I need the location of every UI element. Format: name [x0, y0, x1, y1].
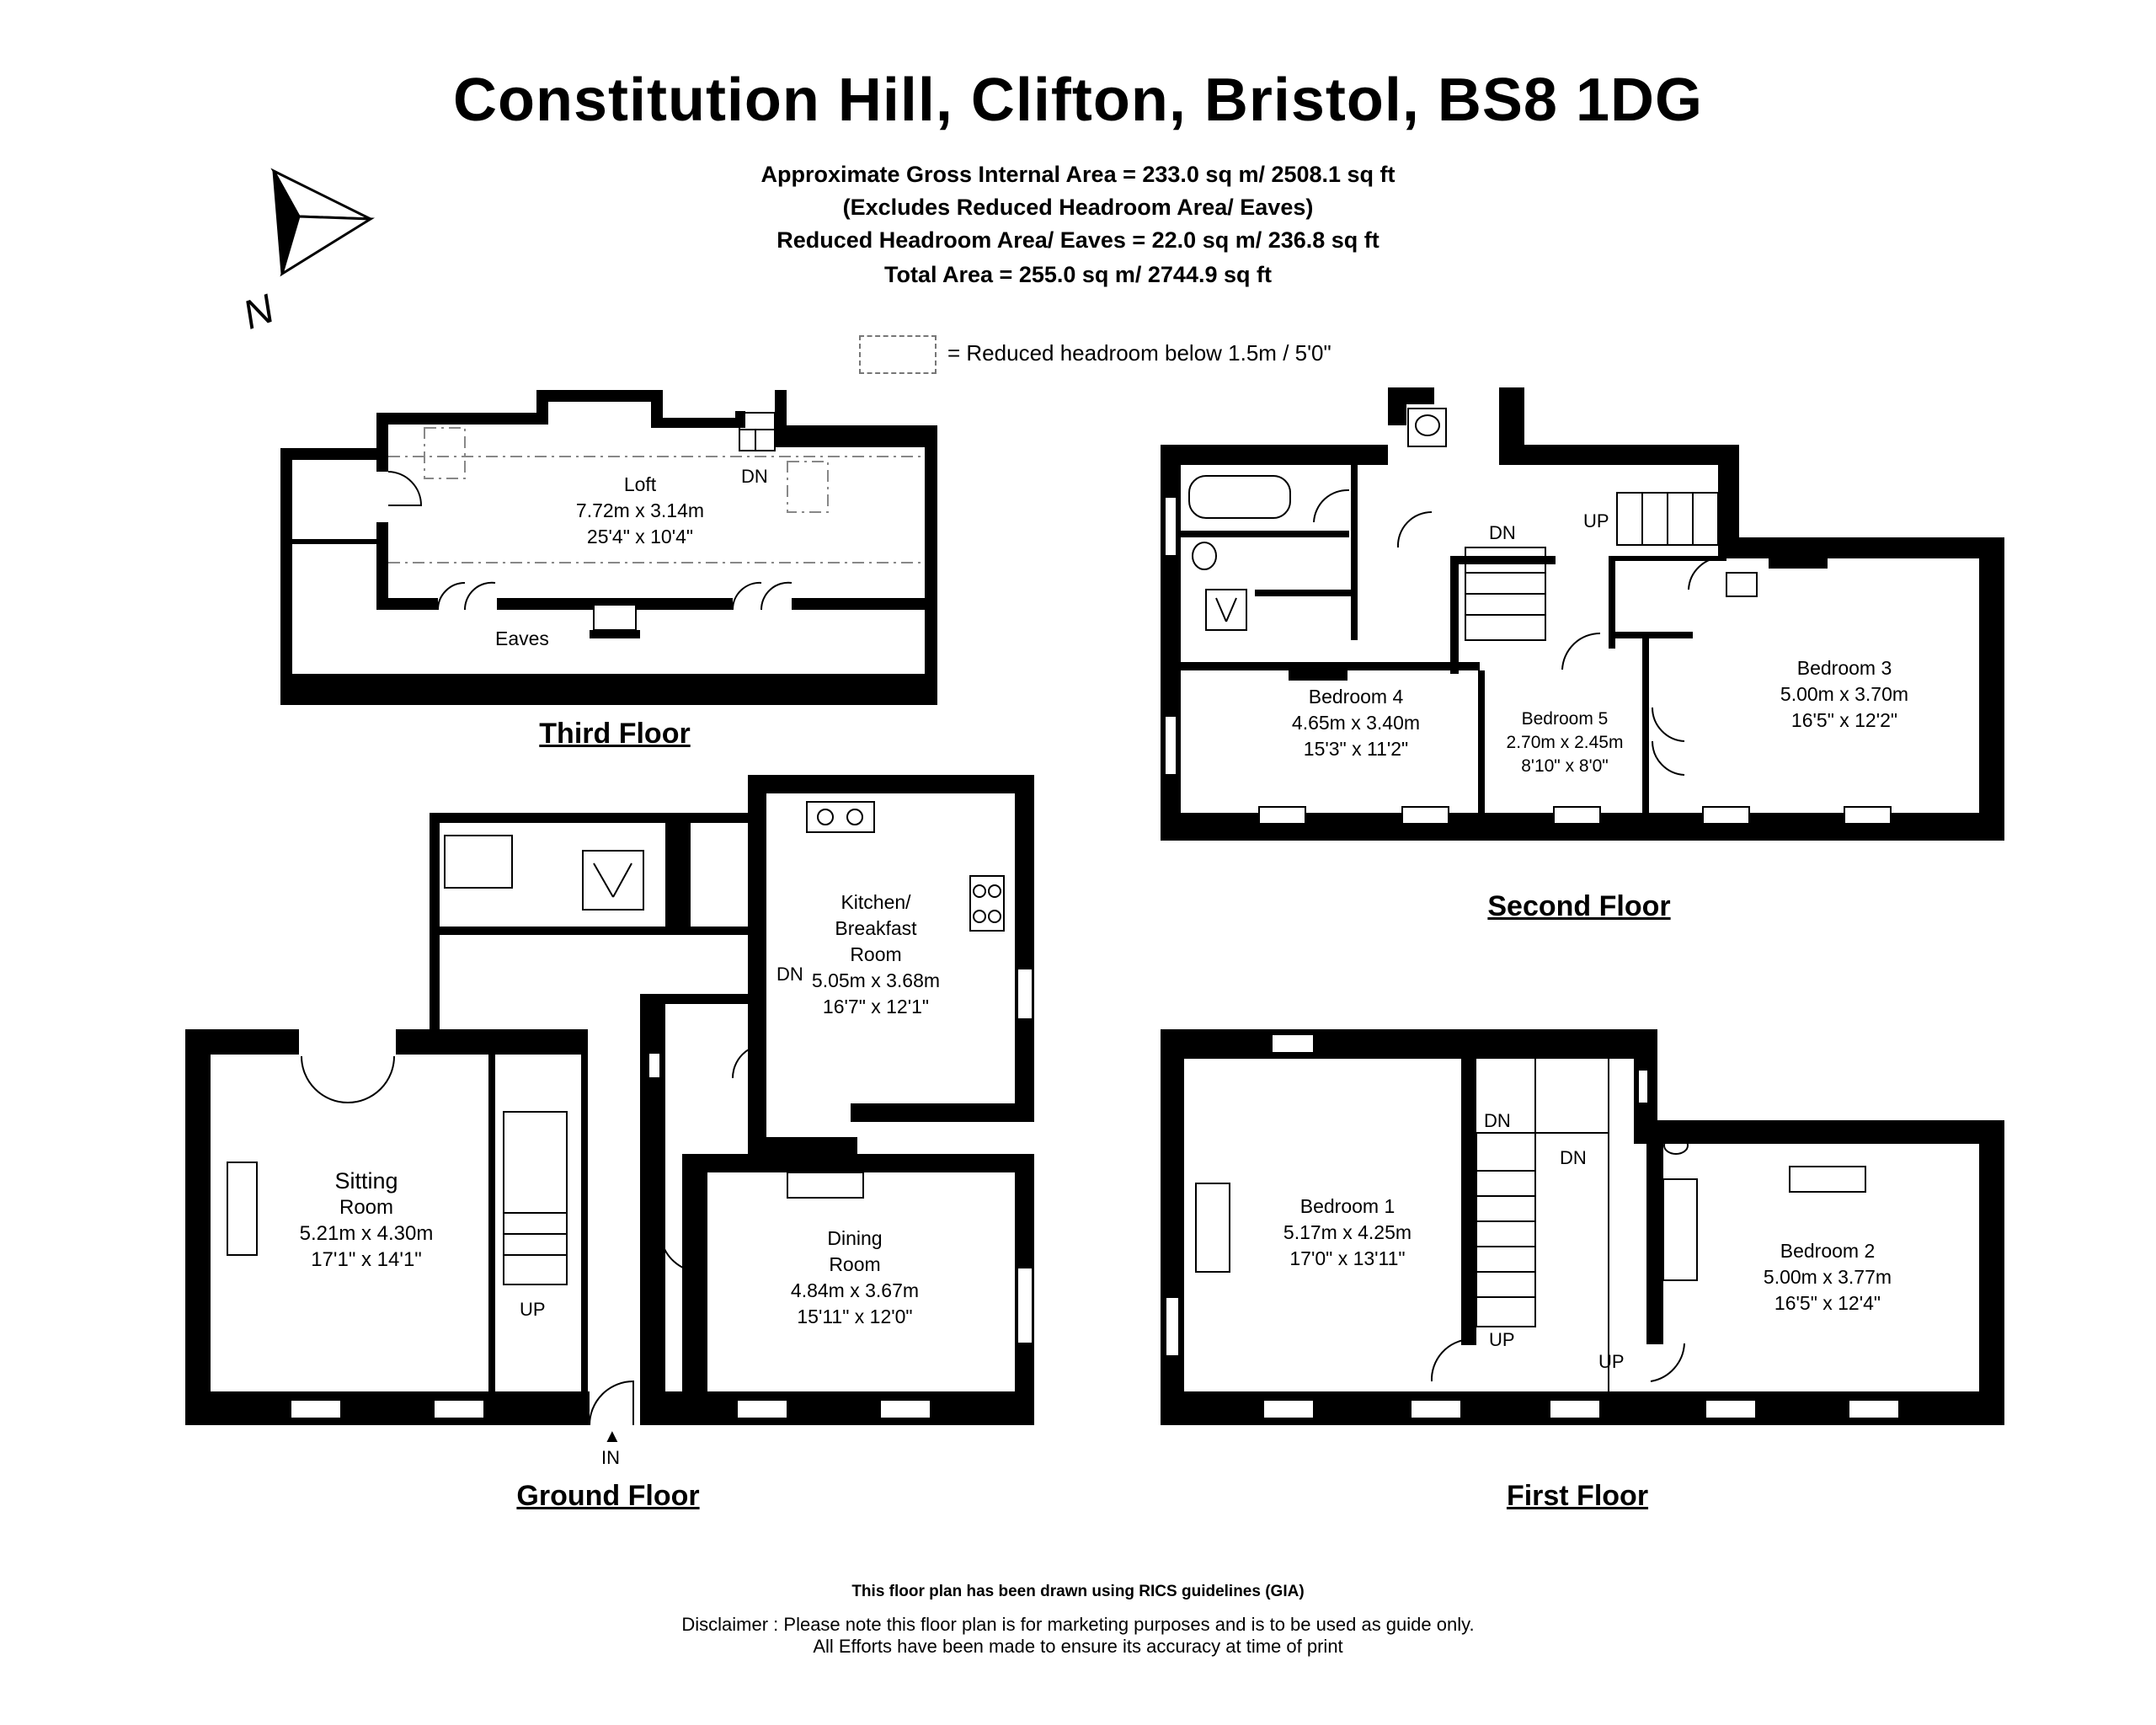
bedroom4-imperial: 15'3" x 11'2"	[1303, 738, 1409, 760]
north-arrow-icon: N	[237, 168, 375, 333]
bedroom4-metric: 4.65m x 3.40m	[1291, 712, 1421, 734]
sitting-room-label: Sitting Room 5.21m x 4.30m 17'1" x 14'1"	[253, 1168, 480, 1273]
bedroom5-imperial: 8'10" x 8'0"	[1521, 756, 1609, 776]
bedroom2-imperial: 16'5" x 12'4"	[1774, 1292, 1881, 1314]
first-floor-title: First Floor	[1506, 1480, 1649, 1512]
ground-floor-plan	[185, 775, 1034, 1429]
bedroom2-metric: 5.00m x 3.77m	[1763, 1266, 1892, 1288]
bedroom5-metric: 2.70m x 2.45m	[1506, 733, 1624, 752]
reduced-area: Reduced Headroom Area/ Eaves = 22.0 sq m…	[776, 227, 1380, 253]
bedroom5-label: Bedroom 5 2.70m x 2.45m 8'10" x 8'0"	[1489, 708, 1641, 778]
bedroom3-name: Bedroom 3	[1796, 657, 1892, 679]
loft-label: Loft 7.72m x 3.14m 25'4" x 10'4"	[531, 472, 750, 550]
total-area: Total Area = 255.0 sq m/ 2744.9 sq ft	[884, 262, 1272, 287]
excludes-note: (Excludes Reduced Headroom Area/ Eaves)	[842, 195, 1314, 220]
second-up-label: UP	[1583, 510, 1609, 531]
disclaimer-text: Disclaimer : Please note this floor plan…	[681, 1614, 1475, 1635]
eaves-label: Eaves	[495, 628, 549, 649]
dining-metric: 4.84m x 3.67m	[790, 1279, 920, 1301]
bedroom2-name: Bedroom 2	[1780, 1240, 1876, 1262]
second-dn-label: DN	[1489, 522, 1516, 543]
bedroom5-name: Bedroom 5	[1521, 709, 1609, 729]
sitting-metric: 5.21m x 4.30m	[299, 1222, 434, 1245]
loft-name: Loft	[623, 473, 657, 495]
rics-guidelines-note: This floor plan has been drawn using RIC…	[851, 1583, 1305, 1600]
first-up-label-1: UP	[1489, 1329, 1515, 1350]
bedroom1-metric: 5.17m x 4.25m	[1283, 1221, 1412, 1243]
kitchen-label: Kitchen/ Breakfast Room 5.05m x 3.68m 16…	[775, 889, 977, 1020]
bedroom3-metric: 5.00m x 3.70m	[1780, 683, 1909, 705]
kitchen-name-line1: Kitchen/	[841, 891, 911, 913]
dining-imperial: 15'11" x 12'0"	[797, 1306, 913, 1327]
legend-text: = Reduced headroom below 1.5m / 5'0"	[947, 340, 1331, 366]
second-floor-plan	[1161, 387, 2004, 841]
entrance-arrow-icon: ▲	[603, 1425, 622, 1446]
accuracy-note: All Efforts have been made to ensure its…	[813, 1636, 1343, 1657]
ground-floor-title: Ground Floor	[516, 1480, 700, 1512]
ground-dn-label: DN	[776, 964, 803, 985]
ground-up-label: UP	[520, 1299, 546, 1320]
sitting-name-line2: Room	[339, 1196, 394, 1219]
kitchen-name-line3: Room	[850, 943, 902, 965]
dining-room-label: Dining Room 4.84m x 3.67m 15'11" x 12'0"	[754, 1226, 956, 1330]
bedroom2-label: Bedroom 2 5.00m x 3.77m 16'5" x 12'4"	[1726, 1238, 1929, 1316]
first-floor-plan	[1161, 1029, 2004, 1425]
sitting-name-line1: Sitting	[334, 1168, 398, 1194]
bedroom1-name: Bedroom 1	[1299, 1195, 1396, 1217]
dining-name-line1: Dining	[827, 1227, 883, 1249]
kitchen-metric: 5.05m x 3.68m	[811, 969, 941, 991]
second-floor-title: Second Floor	[1487, 890, 1671, 922]
bedroom3-imperial: 16'5" x 12'2"	[1790, 709, 1898, 731]
third-floor-title: Third Floor	[539, 718, 691, 750]
third-dn-label: DN	[741, 466, 768, 487]
gross-area: Approximate Gross Internal Area = 233.0 …	[760, 162, 1396, 187]
third-floor-plan	[280, 390, 937, 705]
bedroom1-imperial: 17'0" x 13'11"	[1289, 1247, 1406, 1269]
legend-swatch	[859, 335, 937, 374]
bedroom4-name: Bedroom 4	[1308, 686, 1404, 708]
entrance-label: IN	[601, 1447, 620, 1468]
loft-metric: 7.72m x 3.14m	[575, 499, 705, 521]
first-dn-label-2: DN	[1560, 1147, 1587, 1168]
bedroom1-label: Bedroom 1 5.17m x 4.25m 17'0" x 13'11"	[1246, 1194, 1449, 1272]
loft-imperial: 25'4" x 10'4"	[586, 526, 694, 547]
bedroom3-label: Bedroom 3 5.00m x 3.70m 16'5" x 12'2"	[1743, 655, 1945, 734]
kitchen-name-line2: Breakfast	[835, 917, 917, 939]
sitting-imperial: 17'1" x 14'1"	[311, 1248, 422, 1271]
first-dn-label-1: DN	[1484, 1110, 1511, 1131]
kitchen-imperial: 16'7" x 12'1"	[822, 996, 930, 1017]
page-title: Constitution Hill, Clifton, Bristol, BS8…	[453, 67, 1703, 134]
dining-name-line2: Room	[829, 1253, 881, 1275]
first-up-label-2: UP	[1598, 1351, 1625, 1372]
bedroom4-label: Bedroom 4 4.65m x 3.40m 15'3" x 11'2"	[1255, 684, 1457, 762]
